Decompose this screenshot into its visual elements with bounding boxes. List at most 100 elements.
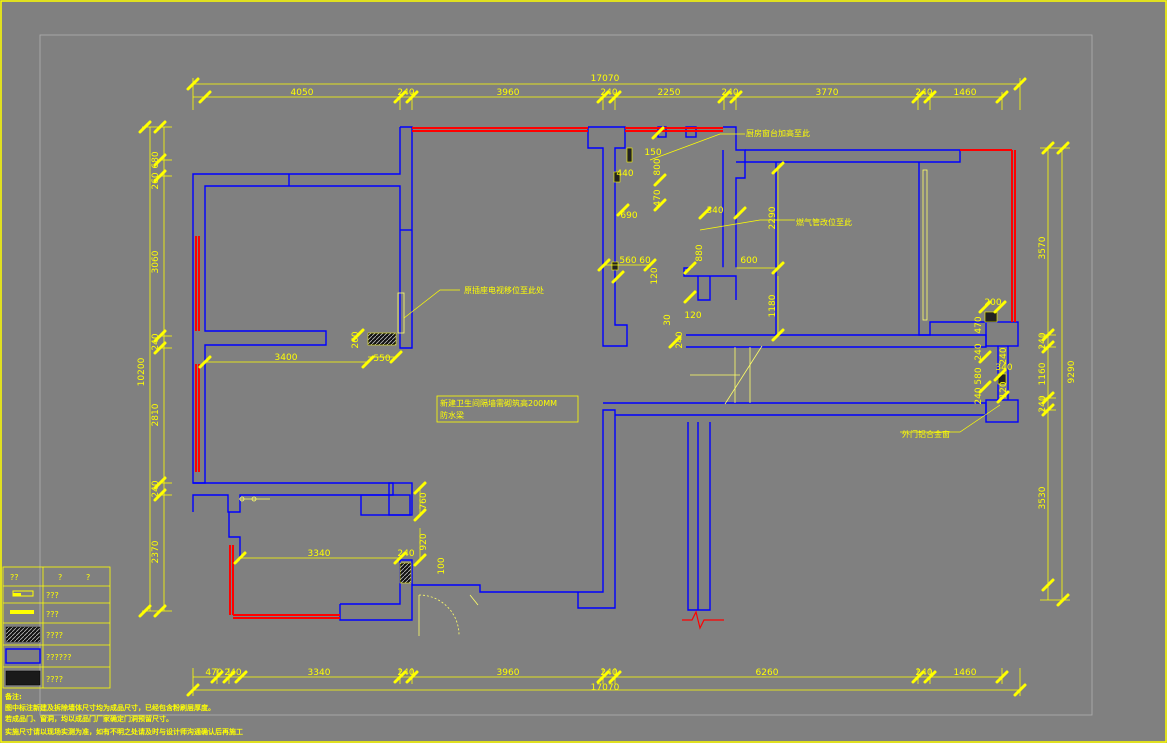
left-dim: 240 [151, 480, 161, 497]
legend-header-3: ? [86, 573, 90, 582]
bottom-dim: 470 [205, 668, 222, 678]
interior-dim: 30 [663, 314, 673, 326]
interior-dim: 60 [639, 256, 651, 266]
top-dim: 240 [721, 88, 738, 98]
callout-tv-socket: 原插座电视移位至此处 [464, 285, 544, 295]
dimension-labels: 17070 4050 240 3960 240 2250 240 3770 24… [137, 74, 1077, 693]
bathroom-fixtures [611, 147, 1007, 385]
interior-dim: 260 [351, 331, 361, 348]
interior-dim: 550 [373, 354, 390, 364]
left-dim: 240 [151, 333, 161, 350]
hatch-icon [5, 626, 41, 643]
interior-dim: 470 [653, 189, 663, 206]
bathroom-note: 新建卫生间隔墙需砌筑高200MM 防水梁 [436, 395, 579, 423]
interior-dim: 760 [419, 492, 429, 509]
top-dim: 2250 [658, 88, 681, 98]
left-dim: 3060 [151, 250, 161, 273]
left-dim: 680 [151, 151, 161, 168]
bottom-dim: 3960 [497, 668, 520, 678]
interior-dim: 880 [695, 244, 705, 261]
right-dim: 1160 [1038, 362, 1048, 385]
interior-dim: 240 [999, 347, 1009, 364]
tv-cabinet-hatch [367, 332, 397, 346]
legend-row-label: ?????? [46, 653, 71, 662]
bottom-dim: 3340 [308, 668, 331, 678]
interior-dim: 120 [684, 311, 701, 321]
yellow-bar-icon [10, 610, 34, 614]
callout-kitchen-window: 厨房窗台加高至此 [746, 128, 810, 138]
interior-ticks [198, 126, 1010, 567]
footnote-title: 备注: [4, 692, 22, 701]
bottom-dim: 240 [224, 668, 241, 678]
top-dim: 3770 [816, 88, 839, 98]
bottom-dim: 240 [600, 668, 617, 678]
right-dim: 3530 [1038, 486, 1048, 509]
new-walls [195, 127, 1016, 630]
interior-dim: 340 [995, 363, 1012, 373]
interior-dim: 120 [999, 381, 1009, 398]
top-dim: 3960 [497, 88, 520, 98]
interior-dimension-labels: 3400 550 3340 760 920 100 150 800 440 47… [275, 148, 1013, 575]
interior-dim: 580 [974, 367, 984, 384]
footnote-line: 若成品门、窗洞，均以成品门厂家确定门洞预留尺寸。 [5, 714, 173, 723]
note-line-2: 防水梁 [440, 410, 464, 420]
interior-dim: 800 [653, 158, 663, 175]
top-dim: 4050 [291, 88, 314, 98]
dark-hatch-icon [5, 670, 41, 686]
bottom-dim: 6260 [756, 668, 779, 678]
interior-dim: 600 [740, 256, 757, 266]
kitchen-hatch [399, 562, 412, 584]
interior-dim: 2290 [768, 206, 778, 229]
interior-dim: 100 [437, 557, 447, 574]
leader-lines [403, 133, 1001, 433]
interior-dim: 3400 [275, 353, 298, 363]
left-total-dim: 10200 [137, 357, 147, 386]
interior-dim: 150 [644, 148, 661, 158]
right-dim: 3570 [1038, 236, 1048, 259]
bottom-dim: 240 [397, 668, 414, 678]
legend-row-label: ???? [46, 631, 63, 640]
right-dim: 240 [1038, 395, 1048, 412]
bottom-total-dim: 17070 [591, 683, 620, 693]
footnote-line: 图中标注新建及拆除墙体尺寸均为成品尺寸，已经包含粉刷层厚度。 [5, 703, 215, 712]
interior-dimension-lines [205, 168, 779, 560]
top-dim: 1460 [954, 88, 977, 98]
top-dim: 240 [397, 88, 414, 98]
legend-row-label: ??? [46, 591, 59, 600]
legend-header-2: ? [58, 573, 62, 582]
interior-dim: 3340 [308, 549, 331, 559]
note-line-1: 新建卫生间隔墙需砌筑高200MM [440, 398, 557, 408]
interior-dim: 440 [616, 169, 633, 179]
callout-outer-window: 外门铝合金窗 [902, 429, 950, 439]
interior-dim: 470 [974, 316, 984, 333]
top-dim: 240 [915, 88, 932, 98]
drawing-frame [39, 34, 1093, 716]
interior-dim: 240 [675, 331, 685, 348]
legend-row-label: ??? [46, 610, 59, 619]
bottom-dim: 1460 [954, 668, 977, 678]
dimension-ticks [138, 77, 1070, 697]
interior-dim: 560 [619, 256, 636, 266]
interior-dim: 240 [397, 549, 414, 559]
footnote-line: 实施尺寸请以现场实测为准，如有不明之处请及时与设计师沟通确认后再施工 [5, 727, 243, 736]
left-dim: 2370 [151, 540, 161, 563]
interior-dim: 1180 [768, 294, 778, 317]
interior-dim: 920 [419, 533, 429, 550]
fixtures [239, 169, 928, 637]
left-dim: 260 [151, 172, 161, 189]
footnotes: 备注: 图中标注新建及拆除墙体尺寸均为成品尺寸，已经包含粉刷层厚度。 若成品门、… [4, 692, 243, 736]
interior-dim: 200 [984, 298, 1001, 308]
left-dim: 2810 [151, 403, 161, 426]
blue-rect-icon [5, 648, 41, 664]
right-dim: 240 [1038, 332, 1048, 349]
top-total-dim: 17070 [591, 74, 620, 84]
callout-labels: 厨房窗台加高至此 燃气管改位至此 原插座电视移位至此处 外门铝合金窗 [464, 128, 950, 439]
legend-header-1: ?? [10, 573, 19, 582]
interior-dim: 340 [706, 206, 723, 216]
callout-gas-pipe: 燃气管改位至此 [796, 217, 852, 227]
interior-dim: 240 [974, 387, 984, 404]
legend-table: ?? ? ? ??? ??? ???? ?????? ???? [2, 566, 111, 689]
walls [192, 126, 1019, 621]
interior-dim: 120 [650, 267, 660, 284]
